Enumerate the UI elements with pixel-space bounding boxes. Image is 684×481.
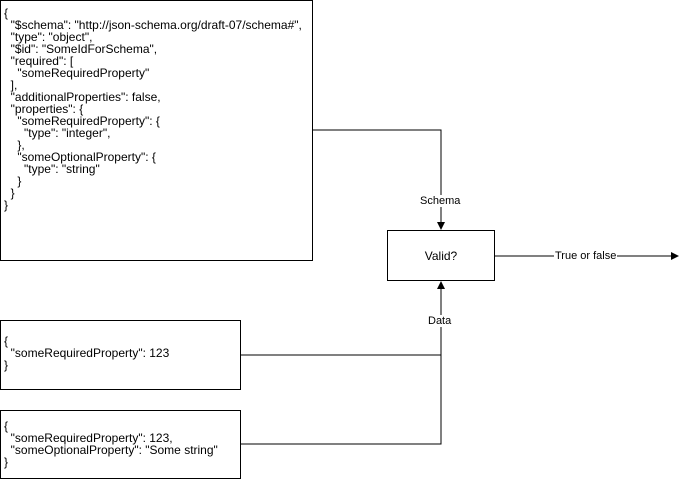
schema-box: { "$schema": "http://json-schema.org/dra… — [0, 0, 313, 261]
output-edge-label: True or false — [554, 250, 618, 262]
data-box-2: { "someRequiredProperty": 123, "someOpti… — [0, 410, 241, 479]
data2-connector — [241, 355, 442, 445]
schema-connector — [313, 129, 445, 230]
data1-connector — [241, 281, 445, 356]
data-1-code: { "someRequiredProperty": 123 } — [4, 334, 170, 372]
validator-label: Valid? — [424, 248, 458, 263]
validator-box: Valid? — [387, 230, 495, 281]
data-edge-label: Data — [427, 315, 453, 327]
schema-edge-label: Schema — [419, 195, 462, 207]
data-box-1: { "someRequiredProperty": 123 } — [0, 320, 241, 390]
schema-code: { "$schema": "http://json-schema.org/dra… — [4, 6, 302, 212]
data-2-code: { "someRequiredProperty": 123, "someOpti… — [4, 419, 218, 469]
